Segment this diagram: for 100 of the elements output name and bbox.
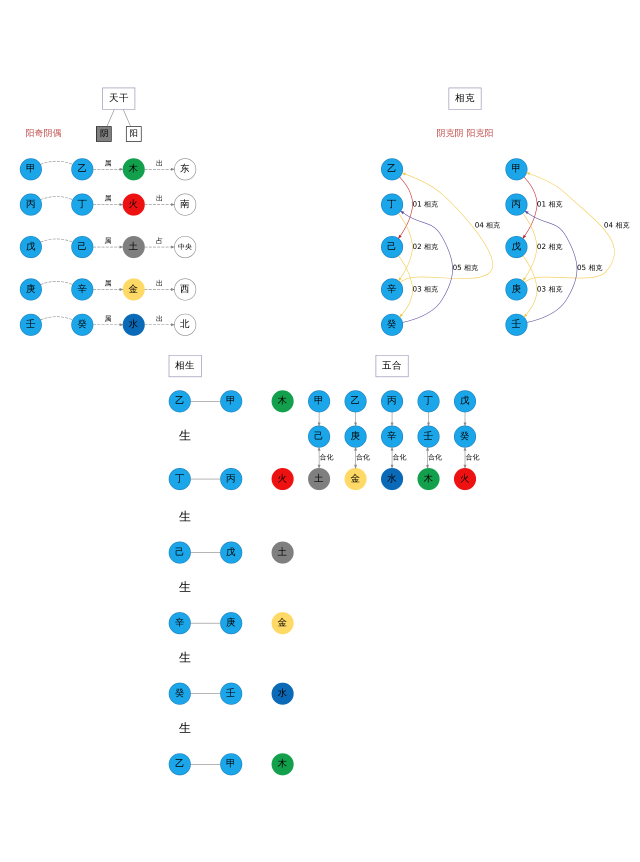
label: 生 [179, 720, 192, 734]
arrow [522, 254, 538, 318]
node-box: 天干 [102, 87, 136, 110]
node-circle: 土 [308, 467, 330, 490]
node-circle: 乙 [168, 390, 191, 412]
arrow [398, 254, 413, 318]
connector [190, 400, 221, 402]
arrow [354, 446, 358, 468]
label: 阴克阴 阳克阳 [436, 128, 494, 139]
arrow [92, 245, 124, 248]
node-circle: 北 [174, 313, 196, 336]
connector [190, 692, 221, 694]
node-circle: 金 [344, 467, 367, 490]
node-circle: 丙 [220, 467, 242, 490]
node-circle: 癸 [454, 425, 476, 448]
node-circle: 木 [417, 467, 440, 490]
node-circle: 丙 [381, 390, 404, 412]
connector [190, 478, 221, 479]
arrow [144, 245, 176, 248]
arrow [398, 176, 413, 239]
node-circle: 火 [454, 467, 476, 490]
node-circle: 丙 [20, 193, 42, 216]
node-box: 五合 [376, 354, 408, 377]
label: 生 [179, 508, 192, 523]
node-circle: 壬 [417, 425, 440, 448]
label: 生 [179, 650, 192, 664]
node-circle: 癸 [71, 313, 94, 336]
arrow [390, 446, 394, 468]
node-box: 相生 [168, 354, 202, 377]
arrow [92, 288, 124, 290]
node-box: 阳 [126, 126, 142, 142]
node-circle: 木 [272, 752, 294, 775]
connector [40, 238, 73, 242]
node-circle: 戊 [454, 390, 476, 412]
arrow [524, 210, 578, 322]
node-circle: 水 [272, 682, 294, 704]
connector [40, 280, 73, 284]
node-circle: 金 [272, 612, 294, 634]
node-circle: 戊 [20, 235, 42, 258]
node-circle: 壬 [20, 313, 42, 336]
node-circle: 丙 [505, 193, 528, 216]
arrow [144, 202, 176, 206]
arrow [318, 446, 321, 468]
arrow [464, 411, 466, 426]
node-circle: 庚 [344, 425, 367, 448]
arrow [144, 288, 176, 290]
node-circle: 水 [381, 467, 404, 490]
node-circle: 戊 [220, 541, 242, 564]
arrow [426, 446, 429, 469]
node-circle: 丁 [417, 390, 440, 412]
node-circle: 辛 [168, 612, 191, 634]
arrow [92, 202, 124, 206]
arrow [464, 446, 466, 468]
connector [40, 316, 73, 320]
node-circle: 西 [174, 278, 196, 300]
node-circle: 辛 [71, 278, 94, 300]
connector [190, 763, 221, 764]
node-circle: 火 [272, 467, 294, 490]
node-circle: 甲 [20, 158, 42, 180]
arrow [354, 411, 358, 426]
node-box: 阴 [96, 126, 112, 142]
arrow [427, 411, 430, 426]
connector [190, 622, 221, 623]
arrow [390, 411, 394, 426]
node-circle: 南 [174, 193, 196, 216]
node-circle: 乙 [168, 752, 191, 775]
node-circle: 甲 [220, 752, 242, 775]
node-circle: 乙 [71, 158, 94, 180]
node-circle: 水 [122, 313, 145, 336]
connector [40, 196, 73, 200]
node-circle: 壬 [220, 682, 242, 704]
arrow [522, 212, 538, 281]
node-circle: 癸 [168, 682, 191, 704]
node-circle: 庚 [20, 278, 42, 300]
label: 生 [179, 579, 192, 594]
connector [122, 108, 131, 126]
node-circle: 土 [272, 541, 294, 564]
label: 阳奇阴偶 [25, 128, 62, 139]
node-circle: 火 [122, 193, 145, 216]
node-box: 相克 [448, 87, 482, 110]
arrow [144, 167, 176, 170]
node-circle: 庚 [220, 612, 242, 634]
node-circle: 辛 [381, 425, 404, 448]
node-circle: 乙 [381, 158, 404, 180]
connector [106, 108, 115, 126]
node-circle: 己 [71, 235, 94, 258]
arrow [400, 210, 453, 322]
arrow [522, 176, 538, 239]
node-circle: 甲 [505, 158, 528, 180]
node-circle: 金 [122, 278, 145, 300]
node-circle: 木 [272, 390, 294, 412]
arrow [524, 172, 615, 282]
arrow [144, 322, 176, 326]
node-circle: 东 [174, 158, 196, 180]
node-circle: 土 [122, 235, 145, 258]
arrow [400, 172, 493, 282]
arrow [92, 322, 124, 326]
node-circle: 己 [308, 425, 330, 448]
node-circle: 己 [168, 541, 191, 564]
node-circle: 乙 [344, 390, 367, 412]
